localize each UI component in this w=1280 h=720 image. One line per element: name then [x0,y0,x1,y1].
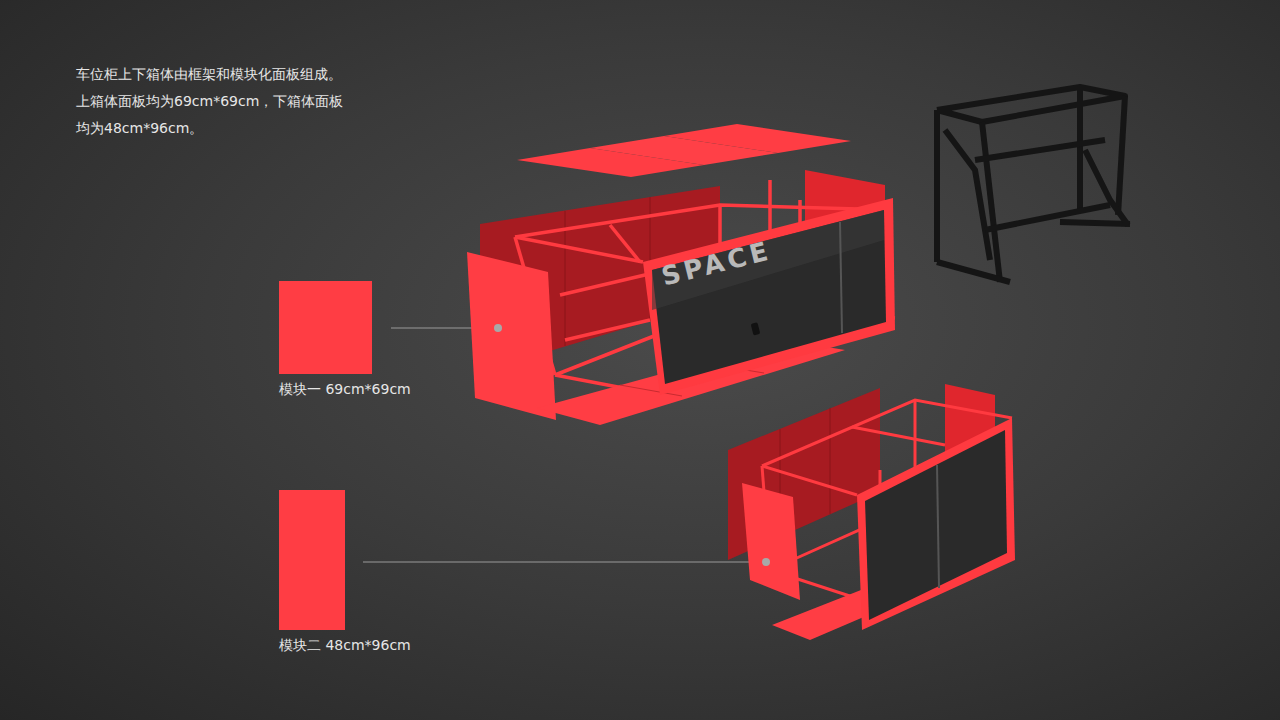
callout-dot [494,324,502,332]
panel-swatch [279,490,345,630]
module-label: 模块二 48cm*96cm [279,636,411,654]
base-frame [937,87,1130,282]
end-panel [467,252,556,420]
end-panel [742,483,800,600]
module-panel: 模块一 69cm*69cm [279,281,411,400]
callout-dot [762,558,770,566]
lower-cabinet [728,384,1015,640]
module-panel: 模块二 48cm*96cm [279,490,411,656]
frame [515,180,895,395]
top-panel [664,124,851,153]
door-frame [643,198,895,395]
module-label: 模块一 69cm*69cm [279,380,411,398]
door-glass [652,210,886,384]
description-note: 车位柜上下箱体由框架和模块化面板组成。 上箱体面板均为69cm*69cm，下箱体… [76,61,376,142]
door-frame [857,418,1015,630]
panel-swatch [279,281,372,374]
upper-cabinet [467,124,895,425]
leader-line [363,561,760,562]
door-glass [865,430,1007,620]
